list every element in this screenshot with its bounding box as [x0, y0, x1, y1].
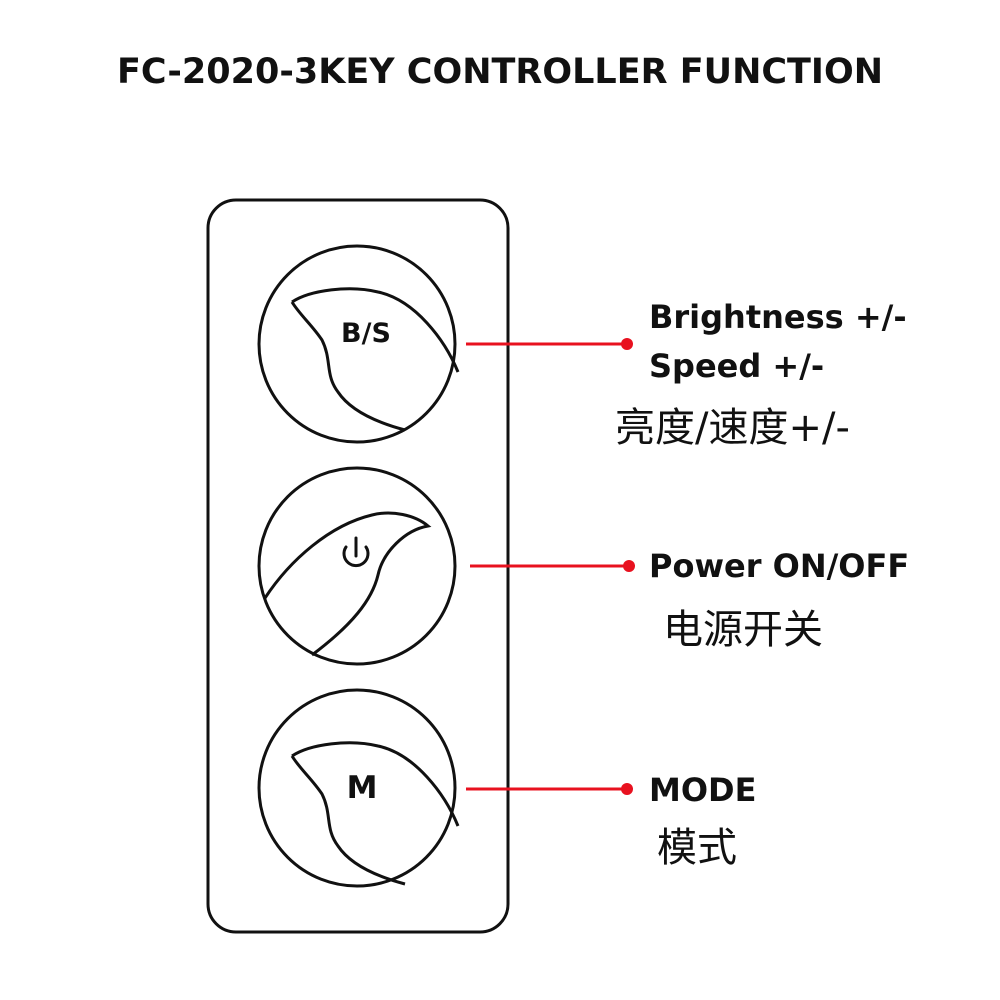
- mode-key-label: M: [347, 770, 378, 806]
- mode-key[interactable]: M: [257, 688, 460, 888]
- leader-line-mode: [466, 783, 633, 795]
- mode-key-circle: [257, 688, 457, 888]
- leader-dot: [621, 783, 633, 795]
- leader-dot: [623, 560, 635, 572]
- power-key-finger-icon: [263, 511, 432, 657]
- mode-function-line-1: MODE: [649, 771, 757, 809]
- bs-function-line-1: Brightness +/-: [649, 298, 907, 336]
- bs-key-label: B/S: [341, 318, 391, 349]
- power-key[interactable]: [257, 466, 457, 666]
- bs-function-line-2: Speed +/-: [649, 347, 825, 385]
- bs-function-chinese: 亮度/速度+/-: [615, 405, 850, 451]
- bs-key[interactable]: B/S: [257, 244, 460, 444]
- mode-key-finger-icon: [290, 741, 460, 886]
- power-icon: [342, 536, 370, 568]
- mode-function-chinese: 模式: [657, 825, 737, 871]
- power-function-line-1: Power ON/OFF: [649, 547, 910, 585]
- bs-key-finger-icon: [290, 287, 460, 432]
- leader-line-power: [470, 560, 635, 572]
- power-function-chinese: 电源开关: [663, 607, 823, 653]
- leader-line-bs: [466, 338, 633, 350]
- power-key-circle: [257, 466, 457, 666]
- leader-dot: [621, 338, 633, 350]
- page-title: FC-2020-3KEY CONTROLLER FUNCTION: [117, 52, 883, 92]
- bs-key-circle: [257, 244, 457, 444]
